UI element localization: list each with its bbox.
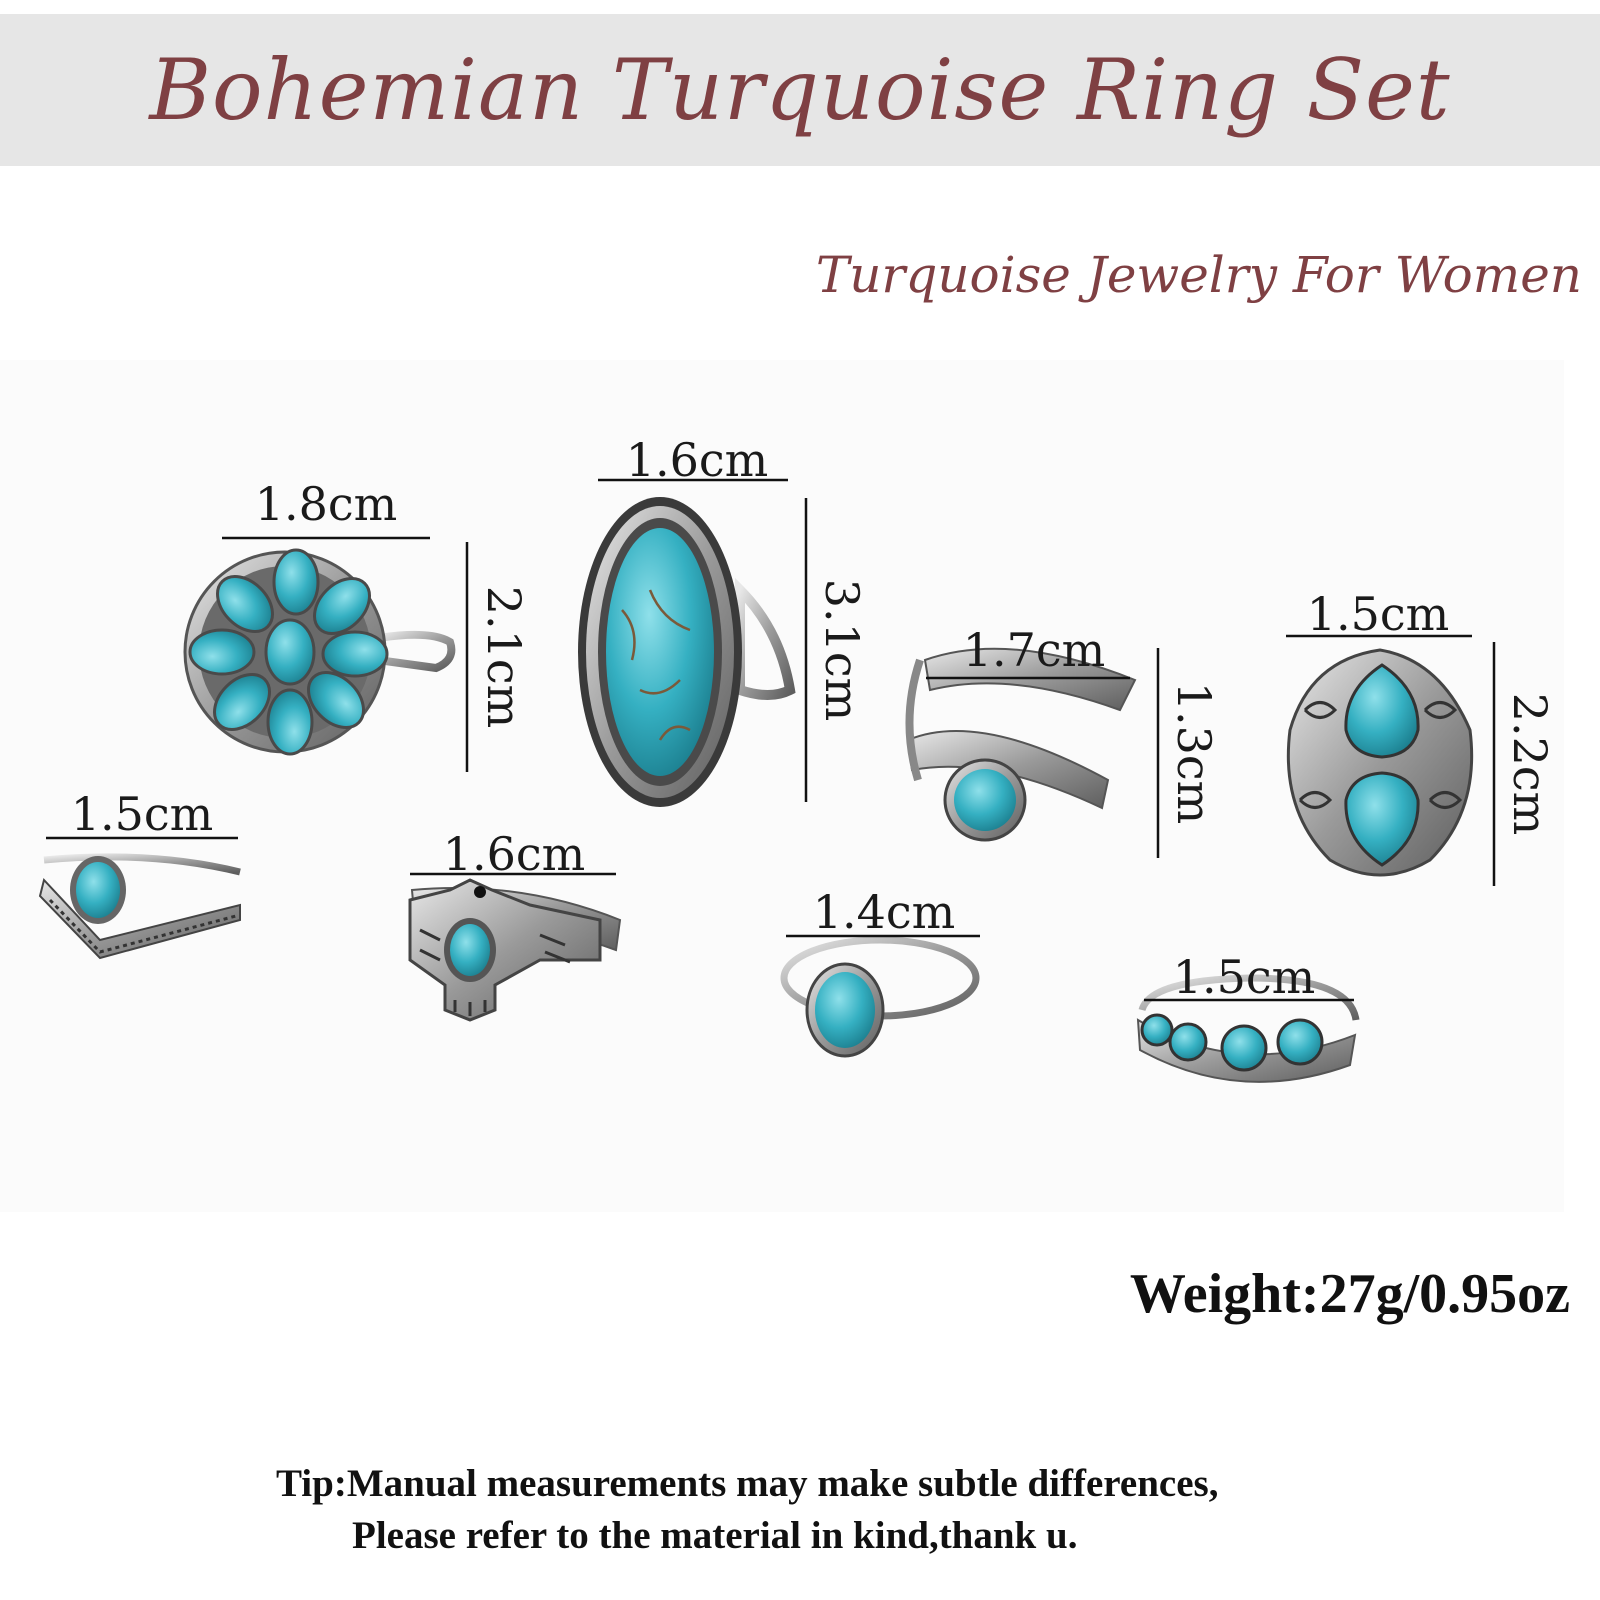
- bird-ring: [408, 878, 622, 1022]
- four-stone-ring-width-dimension: 1.5cm: [1144, 950, 1354, 1004]
- svg-text:2.2cm: 2.2cm: [1503, 693, 1557, 836]
- svg-text:1.4cm: 1.4cm: [813, 885, 956, 939]
- page-title: Bohemian Turquoise Ring Set: [149, 41, 1451, 139]
- svg-text:1.8cm: 1.8cm: [255, 477, 398, 531]
- flower-ring-width-dimension: 1.8cm: [222, 477, 430, 540]
- flower-ring-height-dimension: 2.1cm: [465, 542, 531, 772]
- rings-illustration: 1.8cm 2.1cm 1.6cm 3.1cm: [38, 433, 1557, 1083]
- four-stone-ring: [1136, 974, 1360, 1083]
- oval-ring-height-dimension: 3.1cm: [804, 498, 869, 802]
- single-stone-ring-width-dimension: 1.4cm: [786, 885, 980, 939]
- chevron-ring-width-dimension: 1.5cm: [46, 787, 238, 841]
- svg-text:3.1cm: 3.1cm: [815, 579, 869, 722]
- svg-text:1.6cm: 1.6cm: [626, 433, 769, 487]
- single-stone-ring: [780, 936, 980, 1058]
- tip-line-1: Tip:Manual measurements may make subtle …: [276, 1462, 1219, 1505]
- leaf-ring-width-dimension: 1.7cm: [926, 623, 1130, 680]
- double-drop-ring: [1286, 648, 1474, 877]
- product-photo: 1.8cm 2.1cm 1.6cm 3.1cm: [0, 360, 1564, 1212]
- chevron-ring: [38, 853, 241, 960]
- leaf-ring-height-dimension: 1.3cm: [1156, 648, 1221, 858]
- tip-line-2: Please refer to the material in kind,tha…: [352, 1514, 1078, 1557]
- double-drop-ring-height-dimension: 2.2cm: [1492, 642, 1557, 886]
- weight-label: Weight:27g/0.95oz: [1129, 1263, 1570, 1325]
- bird-ring-width-dimension: 1.6cm: [410, 827, 616, 881]
- leaf-ring: [905, 647, 1137, 842]
- svg-text:1.7cm: 1.7cm: [963, 623, 1106, 677]
- oval-ring: [578, 497, 796, 807]
- oval-ring-width-dimension: 1.6cm: [598, 433, 788, 487]
- title-banner: Bohemian Turquoise Ring Set: [0, 14, 1600, 166]
- tip-note: Tip:Manual measurements may make subtle …: [276, 1458, 1218, 1562]
- svg-text:1.5cm: 1.5cm: [1307, 587, 1450, 641]
- subtitle: Turquoise Jewelry For Women: [815, 246, 1582, 304]
- flower-ring: [183, 548, 456, 756]
- svg-text:1.5cm: 1.5cm: [71, 787, 214, 841]
- svg-text:2.1cm: 2.1cm: [477, 586, 531, 729]
- svg-text:1.5cm: 1.5cm: [1173, 950, 1316, 1004]
- svg-text:1.6cm: 1.6cm: [443, 827, 586, 881]
- svg-text:1.3cm: 1.3cm: [1167, 682, 1221, 825]
- double-drop-ring-width-dimension: 1.5cm: [1286, 587, 1472, 641]
